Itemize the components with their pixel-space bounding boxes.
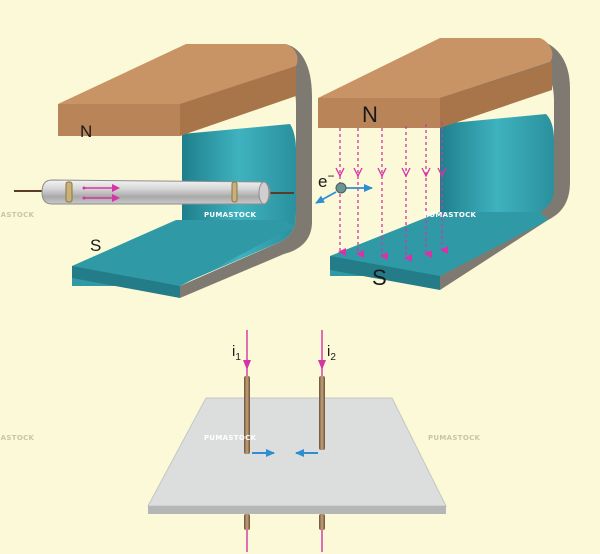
wire-2-bottom — [319, 514, 325, 530]
left-magnet-side — [180, 44, 312, 298]
left-south-label: S — [90, 236, 101, 255]
left-north-pole-front — [58, 104, 180, 136]
electron-force-arrow — [315, 191, 337, 204]
watermark-plate: PUMASTOCK — [204, 434, 257, 442]
electron-label: e− — [318, 169, 334, 191]
current-2-arrowhead — [318, 360, 326, 370]
plate-edge — [148, 506, 446, 514]
electron-group — [315, 182, 373, 204]
left-south-pole-top — [72, 220, 296, 286]
right-south-label: S — [372, 265, 387, 290]
wire-1 — [244, 376, 250, 454]
electron-charge: − — [327, 169, 334, 183]
current-2-subscript: 2 — [330, 352, 336, 363]
right-south-pole-front — [330, 256, 440, 290]
left-south-pole-front — [72, 266, 180, 298]
current-1-symbol: i — [232, 343, 235, 360]
wire-2 — [319, 376, 325, 450]
current-1-arrowhead — [243, 360, 251, 370]
field-arrowheads — [335, 167, 447, 178]
current-1-label: i1 — [232, 343, 241, 363]
watermark-left-magnet: PUMASTOCK — [204, 211, 257, 219]
right-south-pole-top — [330, 212, 548, 276]
tube-end-cap — [258, 181, 270, 205]
parallel-wires-setup — [147, 330, 447, 552]
watermark-left-middle: PUMASTOCK — [0, 434, 35, 442]
tube-anode — [231, 181, 238, 203]
current-2-label: i2 — [327, 343, 336, 363]
watermark-right-middle: PUMASTOCK — [428, 434, 481, 442]
watermark-left-edge: PUMASTOCK — [0, 211, 35, 219]
current-1-subscript: 1 — [235, 352, 241, 363]
electron-particle — [335, 182, 347, 194]
right-north-pole-top — [318, 38, 553, 98]
left-north-label: N — [80, 122, 92, 141]
electron-symbol: e — [318, 172, 327, 191]
right-magnet — [318, 38, 570, 290]
wire-1-bottom — [244, 514, 250, 530]
right-north-pole-edge — [440, 62, 552, 128]
left-north-pole-top — [58, 44, 298, 116]
right-north-label: N — [362, 102, 378, 127]
tube-cathode — [65, 181, 73, 203]
right-north-pole-front — [318, 98, 440, 128]
left-north-pole-edge — [180, 66, 296, 136]
watermark-right-magnet: PUMASTOCK — [424, 211, 477, 219]
left-magnet — [58, 44, 312, 298]
current-2-symbol: i — [327, 343, 330, 360]
cathode-ray-tube — [14, 179, 294, 205]
